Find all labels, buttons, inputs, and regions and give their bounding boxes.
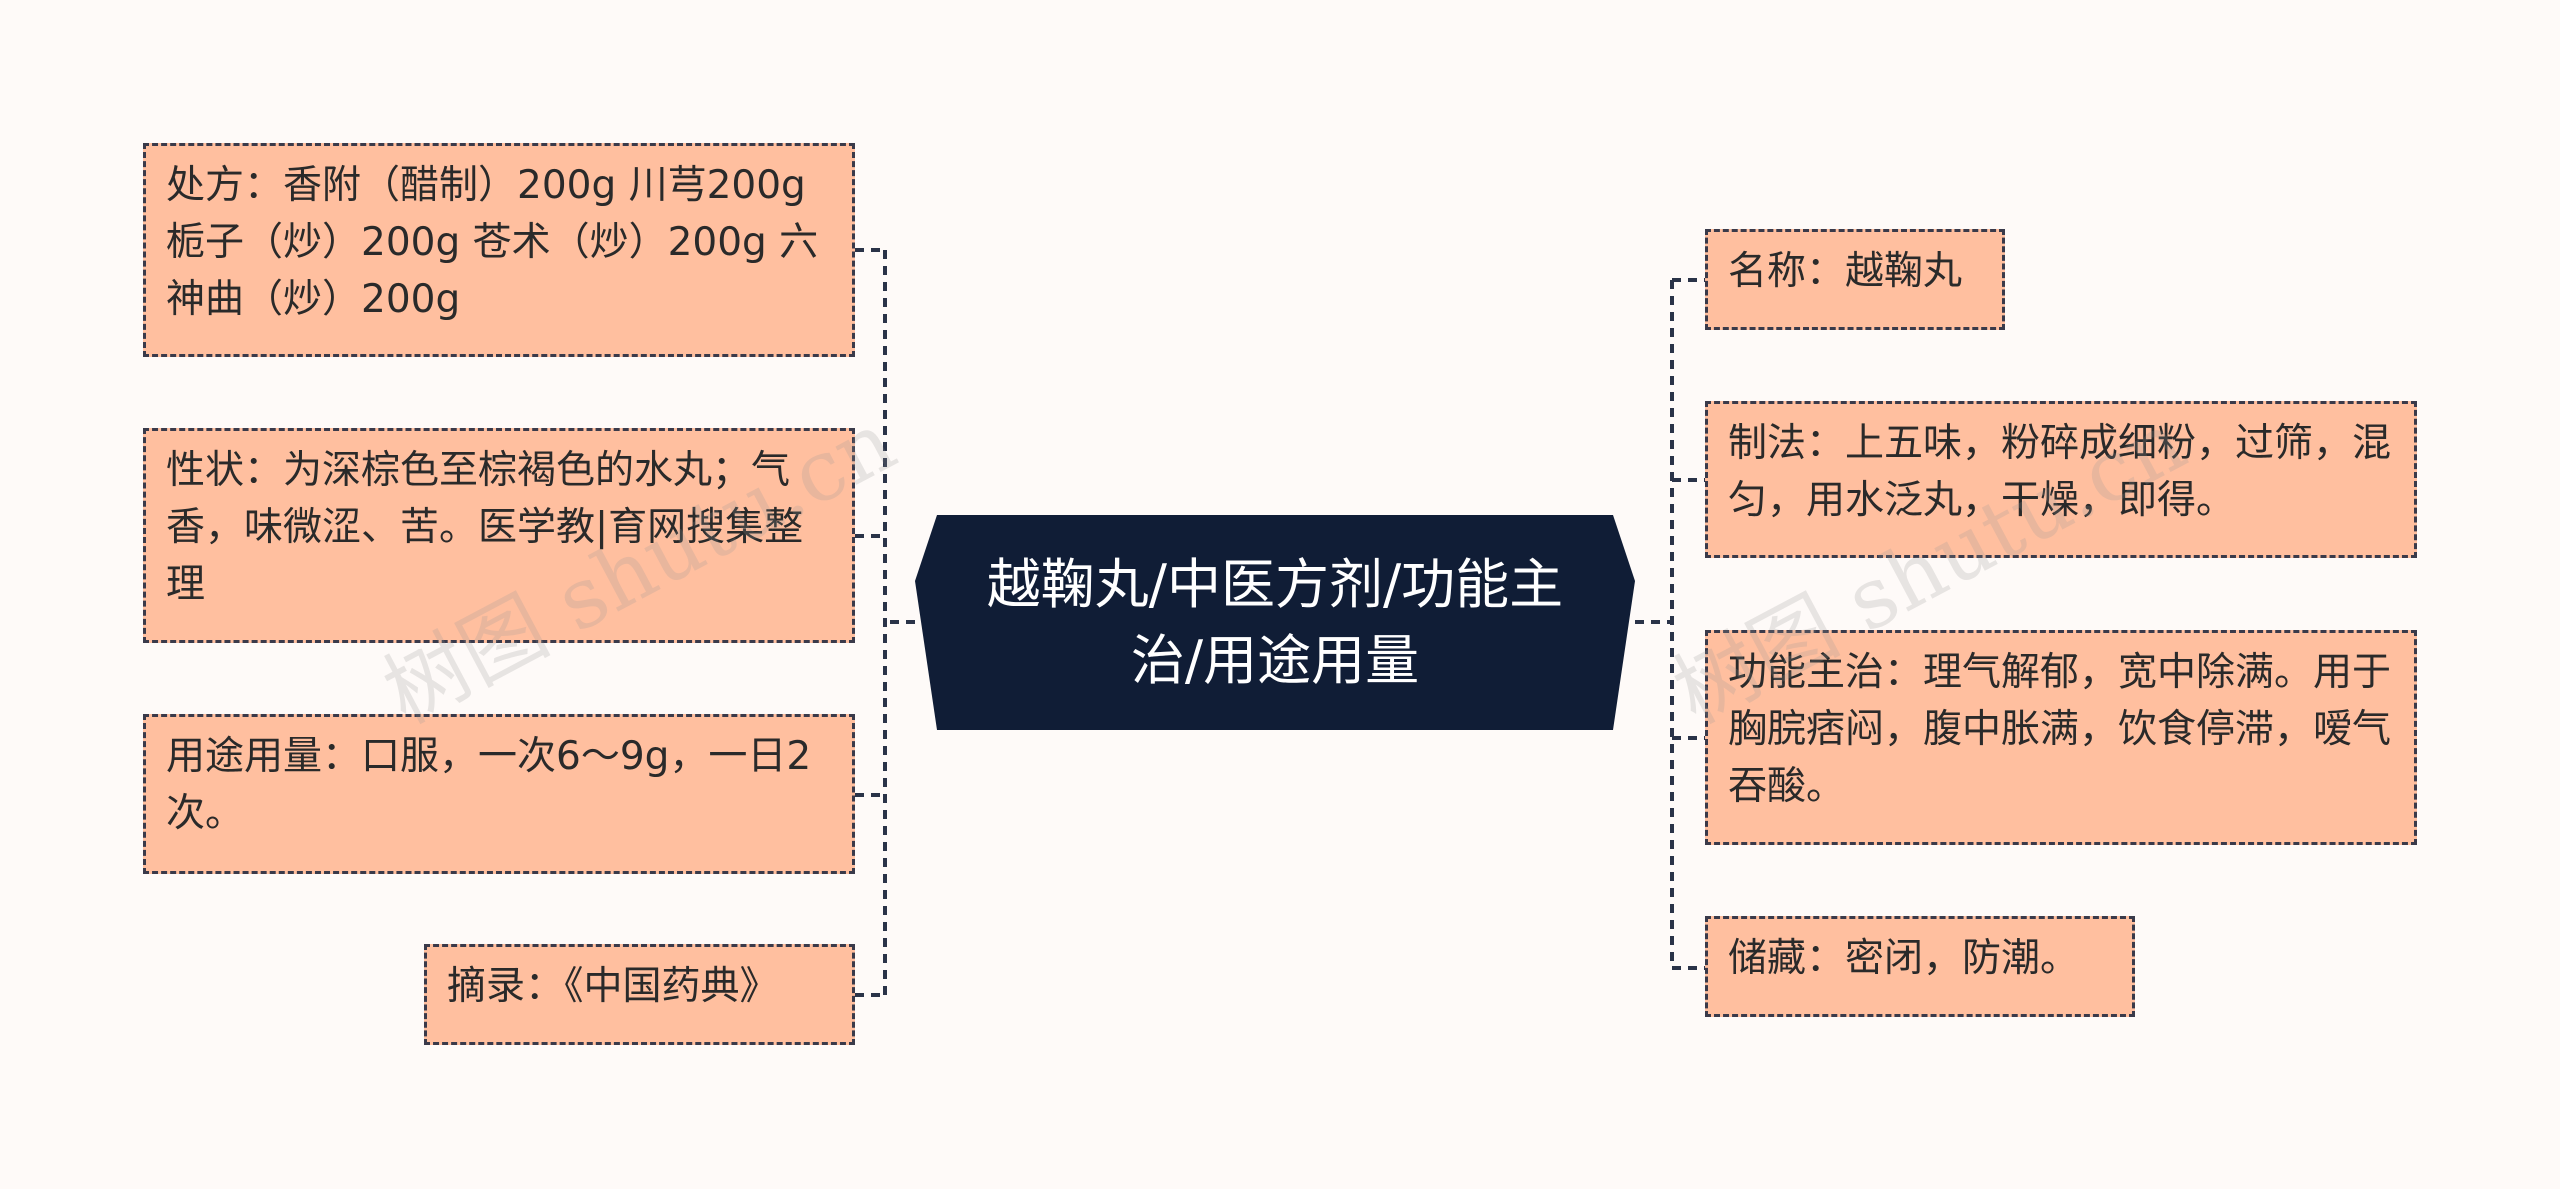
- node-zhailu[interactable]: 摘录：《中国药典》: [424, 944, 855, 1045]
- node-zhifa[interactable]: 制法：上五味，粉碎成细粉，过筛，混匀，用水泛丸，干燥，即得。: [1705, 401, 2417, 558]
- node-gongneng[interactable]: 功能主治：理气解郁，宽中除满。用于胸脘痞闷，腹中胀满，饮食停滞，嗳气吞酸。: [1705, 630, 2417, 845]
- center-topic[interactable]: 越鞠丸/中医方剂/功能主治/用途用量: [915, 515, 1635, 730]
- node-xingzhuang[interactable]: 性状：为深棕色至棕褐色的水丸；气香，味微涩、苦。医学教|育网搜集整理: [143, 428, 855, 643]
- node-chucang[interactable]: 储藏：密闭，防潮。: [1705, 916, 2135, 1017]
- node-chufang[interactable]: 处方：香附（醋制）200g 川芎200g 栀子（炒）200g 苍术（炒）200g…: [143, 143, 855, 357]
- node-yongtu[interactable]: 用途用量：口服，一次6～9g，一日2次。: [143, 714, 855, 874]
- node-mingcheng[interactable]: 名称：越鞠丸: [1705, 229, 2005, 330]
